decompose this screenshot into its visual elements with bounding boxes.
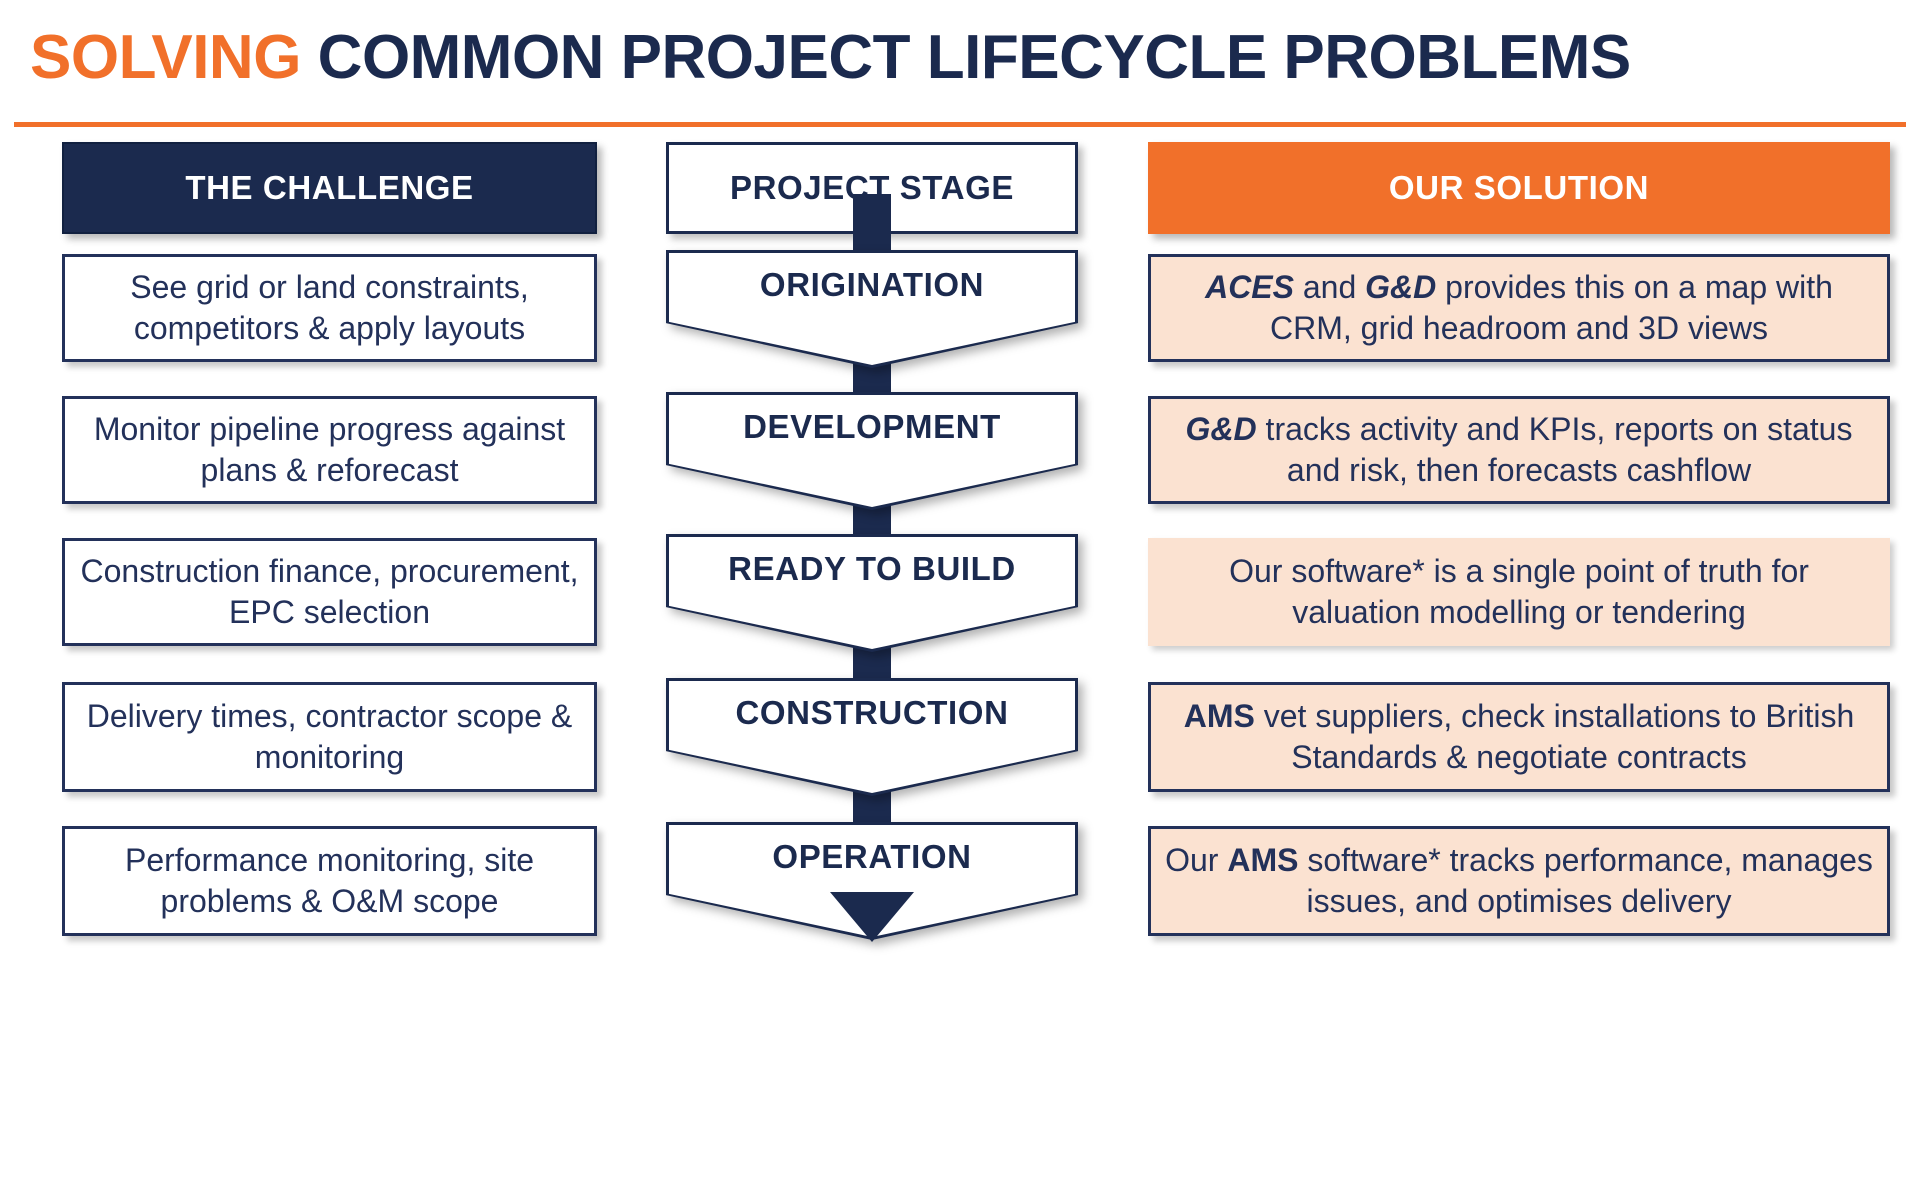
column-header-challenge: THE CHALLENGE: [62, 142, 597, 234]
solution-text-segment: vet suppliers, check installations to Br…: [1254, 698, 1855, 775]
challenge-box: Delivery times, contractor scope & monit…: [62, 682, 597, 792]
challenge-column: See grid or land constraints, competitor…: [62, 132, 597, 1179]
challenge-text: Monitor pipeline progress against plans …: [93, 411, 566, 488]
page-title: SOLVING COMMON PROJECT LIFECYCLE PROBLEM…: [30, 22, 1631, 94]
stage-label: READY TO BUILD: [728, 550, 1016, 587]
stage-label: CONSTRUCTION: [735, 694, 1009, 731]
solution-text-segment: AMS: [1183, 698, 1255, 734]
solution-text: AMS vet suppliers, check installations t…: [1165, 696, 1873, 778]
challenge-box: Performance monitoring, site problems & …: [62, 826, 597, 936]
solution-column: ACES and G&D provides this on a map with…: [1148, 132, 1890, 1179]
challenge-box: Monitor pipeline progress against plans …: [62, 396, 597, 504]
challenge-text: See grid or land constraints, competitor…: [130, 269, 529, 346]
page-title-rest: COMMON PROJECT LIFECYCLE PROBLEMS: [300, 23, 1632, 92]
solution-text-segment: AMS: [1227, 842, 1299, 878]
stage-label: ORIGINATION: [759, 266, 985, 303]
solution-text: Our software* is a single point of truth…: [1162, 551, 1876, 633]
solution-text-segment: G&D: [1185, 411, 1257, 447]
page-header: SOLVING COMMON PROJECT LIFECYCLE PROBLEM…: [0, 0, 1920, 132]
solution-text-segment: ACES: [1205, 269, 1294, 305]
stage-label: OPERATION: [772, 838, 972, 875]
stage-flow-column: ORIGINATION DEVELOPMENT READY TO BUILD CONS…: [666, 132, 1078, 1179]
challenge-box: Construction finance, procurement, EPC s…: [62, 538, 597, 646]
solution-text-segment: G&D: [1365, 269, 1437, 305]
challenge-text: Delivery times, contractor scope & monit…: [86, 698, 573, 775]
challenge-text: Performance monitoring, site problems & …: [124, 842, 535, 919]
stage-chevron[interactable]: CONSTRUCTION: [666, 678, 1078, 796]
solution-text: Our AMS software* tracks performance, ma…: [1165, 840, 1873, 922]
solution-text-segment: provides this on a map with CRM, grid he…: [1270, 269, 1833, 346]
column-header-solution: OUR SOLUTION: [1148, 142, 1890, 234]
challenge-box: See grid or land constraints, competitor…: [62, 254, 597, 362]
solution-box: Our software* is a single point of truth…: [1148, 538, 1890, 646]
solution-text-segment: Our software* is a single point of truth…: [1229, 553, 1809, 630]
solution-box: G&D tracks activity and KPIs, reports on…: [1148, 396, 1890, 504]
challenge-text: Construction finance, procurement, EPC s…: [80, 553, 579, 630]
stage-label: DEVELOPMENT: [743, 408, 1001, 445]
stage-chevron[interactable]: READY TO BUILD: [666, 534, 1078, 652]
solution-text-segment: software* tracks performance, manages is…: [1298, 842, 1873, 919]
solution-text: G&D tracks activity and KPIs, reports on…: [1165, 409, 1873, 491]
lifecycle-board: THE CHALLENGE PROJECT STAGE OUR SOLUTION…: [0, 132, 1920, 1179]
solution-text: ACES and G&D provides this on a map with…: [1165, 267, 1873, 349]
solution-text-segment: Our: [1165, 842, 1228, 878]
column-header-challenge-label: THE CHALLENGE: [185, 169, 474, 206]
solution-box: Our AMS software* tracks performance, ma…: [1148, 826, 1890, 936]
solution-text-segment: tracks activity and KPIs, reports on sta…: [1256, 411, 1853, 488]
stage-chevron[interactable]: ORIGINATION: [666, 250, 1078, 368]
title-divider: [14, 122, 1906, 127]
page-title-accent: SOLVING: [30, 23, 301, 92]
solution-text-segment: and: [1293, 269, 1366, 305]
solution-box: AMS vet suppliers, check installations t…: [1148, 682, 1890, 792]
solution-box: ACES and G&D provides this on a map with…: [1148, 254, 1890, 362]
column-header-solution-label: OUR SOLUTION: [1388, 169, 1650, 206]
stage-chevron[interactable]: DEVELOPMENT: [666, 392, 1078, 510]
